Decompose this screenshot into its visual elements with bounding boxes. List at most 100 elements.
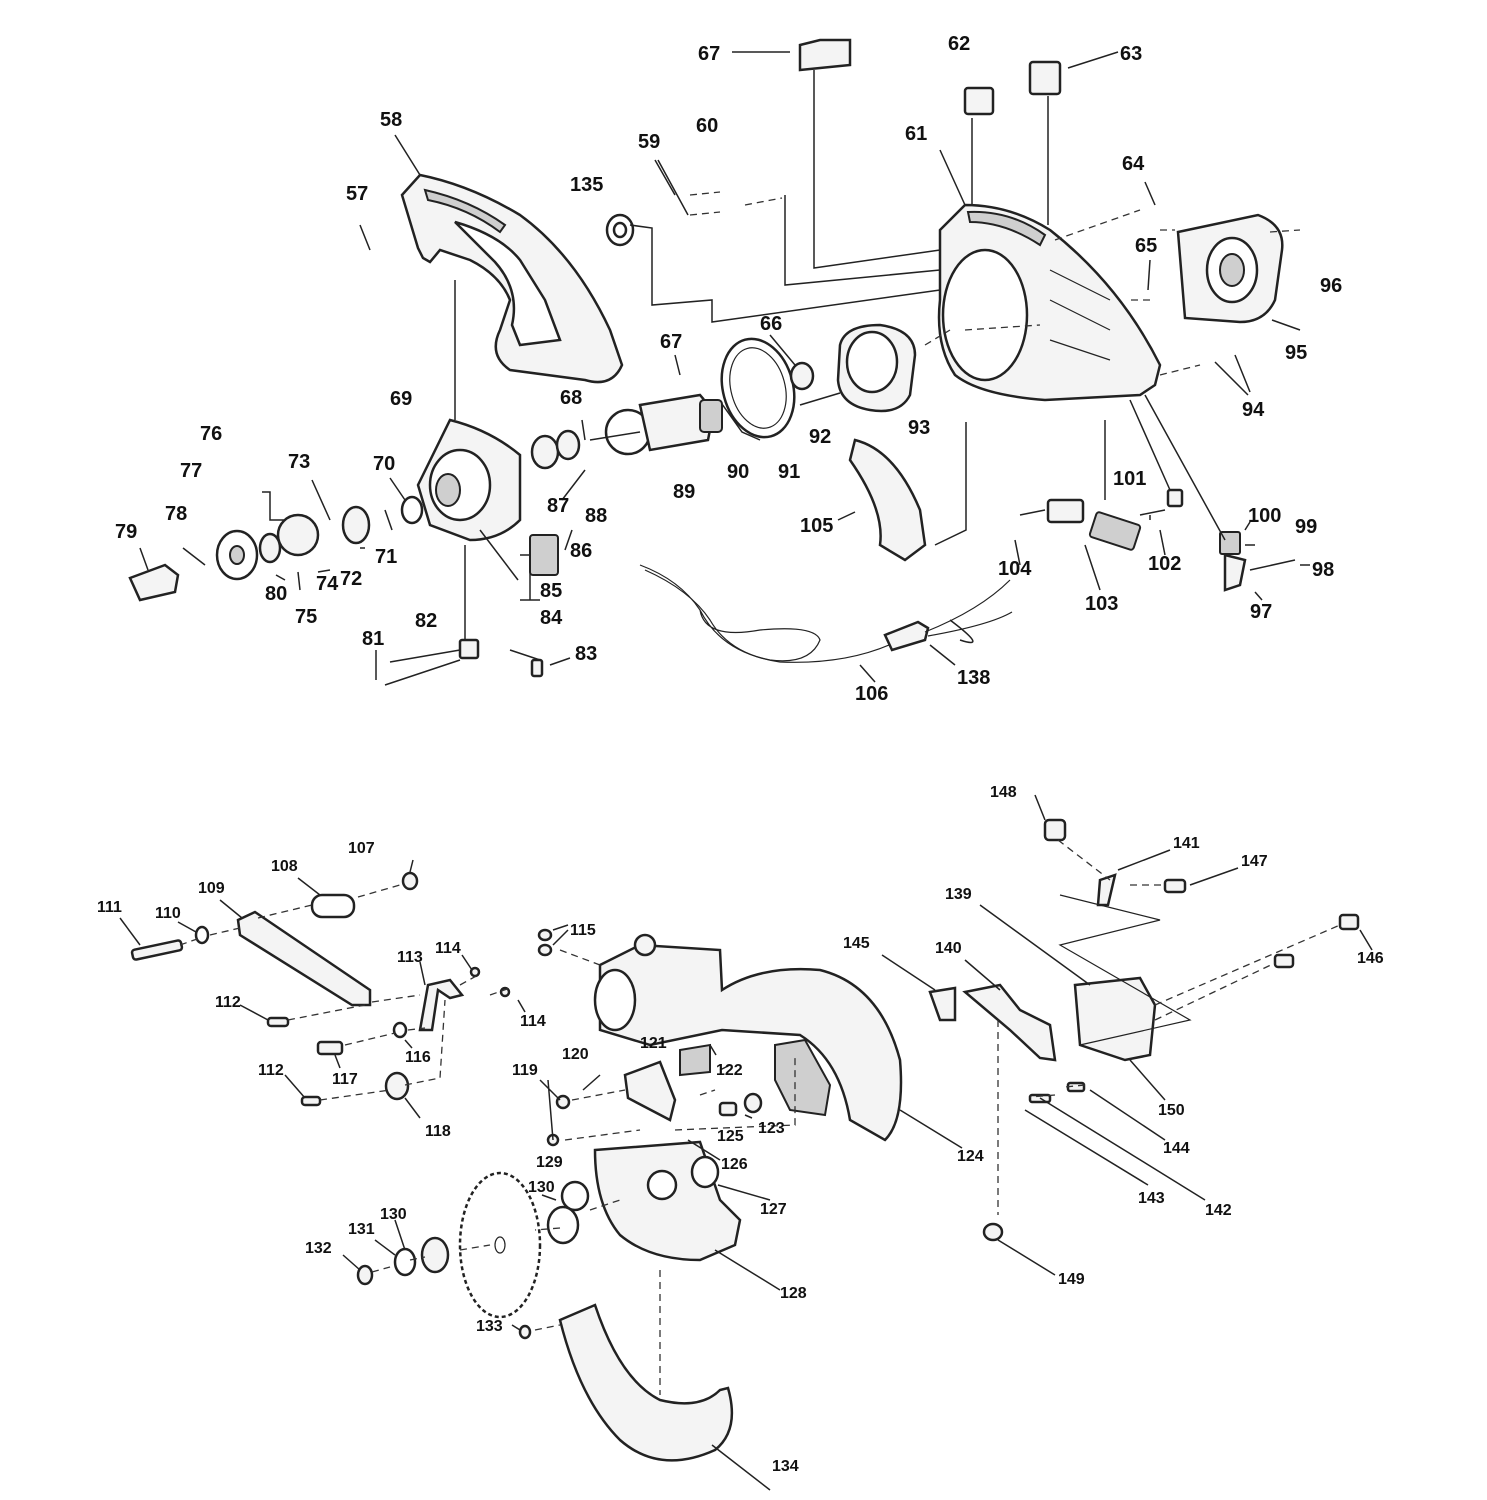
label-107: 107: [348, 840, 375, 857]
label-123: 123: [758, 1120, 785, 1137]
label-113: 113: [397, 949, 423, 966]
part-120-cover: [623, 1060, 677, 1122]
label-144: 144: [1163, 1140, 1190, 1157]
label-57: 57: [346, 183, 368, 205]
label-69: 69: [390, 388, 412, 410]
part-95-end-cap: [1176, 213, 1284, 324]
label-85: 85: [540, 580, 562, 602]
label-61: 61: [905, 123, 927, 145]
label-119: 119: [512, 1062, 538, 1079]
label-112-b: 112: [258, 1062, 284, 1079]
label-75: 75: [295, 606, 317, 628]
part-61-motor-housing: [937, 203, 1162, 402]
label-92: 92: [809, 426, 831, 448]
label-101: 101: [1113, 468, 1146, 490]
label-62: 62: [948, 33, 970, 55]
label-73: 73: [288, 451, 310, 473]
label-103: 103: [1085, 593, 1118, 615]
label-108: 108: [271, 858, 298, 875]
label-96: 96: [1320, 275, 1342, 297]
lower-leader-lines: [119, 794, 1373, 1491]
label-67-top: 67: [698, 43, 720, 65]
label-114-a: 114: [435, 940, 461, 957]
label-134: 134: [772, 1458, 799, 1475]
label-72: 72: [340, 568, 362, 590]
label-79: 79: [115, 521, 137, 543]
label-81: 81: [362, 628, 384, 650]
label-98: 98: [1312, 559, 1334, 581]
label-60: 60: [696, 115, 718, 137]
label-150: 150: [1158, 1102, 1185, 1119]
label-104: 104: [998, 558, 1032, 580]
label-77: 77: [180, 460, 202, 482]
label-145: 145: [843, 935, 870, 952]
label-132: 132: [305, 1240, 332, 1257]
label-111: 111: [97, 899, 122, 916]
label-71: 71: [375, 546, 397, 568]
label-147: 147: [1241, 853, 1268, 870]
label-63: 63: [1120, 43, 1142, 65]
label-74: 74: [316, 573, 339, 595]
label-140: 140: [935, 940, 962, 957]
part-109-link: [236, 893, 372, 1007]
label-110: 110: [155, 905, 181, 922]
part-saw-blade: [458, 1171, 542, 1319]
label-112-a: 112: [215, 994, 241, 1011]
label-128: 128: [780, 1285, 807, 1302]
upper-small-parts: [128, 38, 1247, 678]
lower-small-parts: [130, 818, 1360, 1340]
label-95: 95: [1285, 342, 1307, 364]
label-82: 82: [415, 610, 437, 632]
label-91: 91: [778, 461, 800, 483]
label-131: 131: [348, 1221, 375, 1238]
label-105: 105: [800, 515, 833, 537]
label-114-b: 114: [520, 1013, 546, 1030]
label-94: 94: [1242, 399, 1265, 421]
label-66: 66: [760, 313, 782, 335]
label-97: 97: [1250, 601, 1272, 623]
label-102: 102: [1148, 553, 1181, 575]
part-89-armature: [589, 393, 723, 456]
label-141: 141: [1173, 835, 1200, 852]
upper-leader-lines: [139, 51, 1310, 686]
label-135: 135: [570, 174, 603, 196]
label-149: 149: [1058, 1271, 1085, 1288]
label-116: 116: [405, 1049, 431, 1066]
label-148: 148: [990, 784, 1017, 801]
label-64: 64: [1122, 153, 1145, 175]
label-87: 87: [547, 495, 569, 517]
label-130-b: 130: [380, 1206, 407, 1223]
label-118: 118: [425, 1123, 451, 1140]
label-120: 120: [562, 1046, 589, 1063]
label-80: 80: [265, 583, 287, 605]
label-133: 133: [476, 1318, 503, 1335]
label-117: 117: [332, 1071, 358, 1088]
label-90: 90: [727, 461, 749, 483]
label-67-mid: 67: [660, 331, 682, 353]
label-124: 124: [957, 1148, 984, 1165]
label-142: 142: [1205, 1202, 1232, 1219]
label-88: 88: [585, 505, 607, 527]
label-58: 58: [380, 109, 402, 131]
label-121: 121: [640, 1035, 667, 1052]
label-129: 129: [536, 1154, 563, 1171]
label-68: 68: [560, 387, 582, 409]
label-143: 143: [1138, 1190, 1165, 1207]
label-139: 139: [945, 886, 972, 903]
label-89: 89: [673, 481, 695, 503]
label-99: 99: [1295, 516, 1317, 538]
label-84: 84: [540, 607, 563, 629]
label-126: 126: [721, 1156, 748, 1173]
label-93: 93: [908, 417, 930, 439]
label-122: 122: [716, 1062, 743, 1079]
part-124-upper-guard: [593, 933, 903, 1142]
label-100: 100: [1248, 505, 1281, 527]
label-127: 127: [760, 1201, 787, 1218]
part-106-cord: [639, 564, 1013, 663]
label-138: 138: [957, 667, 990, 689]
label-125: 125: [717, 1128, 744, 1145]
part-58-handle: [400, 173, 624, 384]
label-83: 83: [575, 643, 597, 665]
label-70: 70: [373, 453, 395, 475]
